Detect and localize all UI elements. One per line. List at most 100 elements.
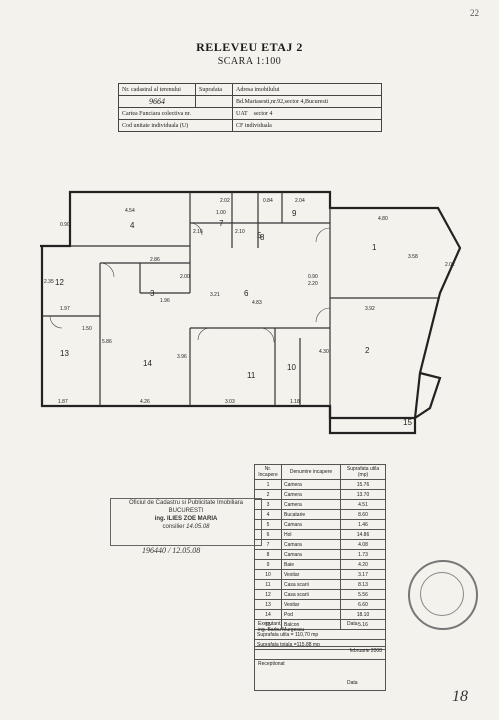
dimension-label: 1.18 xyxy=(290,399,300,405)
dimension-label: 3.21 xyxy=(210,292,220,298)
cadastral-office-stamp: Oficiul de Cadastru si Publicitate Imobi… xyxy=(110,498,262,546)
table-cell: Bucatarie xyxy=(281,509,341,520)
engineer-name: ing. Barbu Murgescu xyxy=(258,627,305,633)
table-cell: 3 xyxy=(254,499,282,510)
room-number: 10 xyxy=(287,363,296,372)
table-cell: 18.10 xyxy=(340,609,386,620)
table-cell: 15.76 xyxy=(340,479,386,490)
table-cell: Baie xyxy=(281,559,341,570)
cadastral-number: 9664 xyxy=(118,95,196,108)
door-arc xyxy=(189,222,203,236)
header-cell: Adresa imobilului xyxy=(232,83,382,96)
dimension-label: 4.83 xyxy=(252,300,262,306)
dimension-label: 0.90 xyxy=(60,222,70,228)
room-number: 13 xyxy=(60,349,69,358)
table-cell: Camera xyxy=(281,479,341,490)
room-number: 12 xyxy=(55,278,64,287)
header-cell xyxy=(195,95,233,108)
table-cell: 2 xyxy=(254,489,282,500)
door-arcs xyxy=(49,222,331,343)
table-cell: 10 xyxy=(254,569,282,580)
table-cell: Pod xyxy=(281,609,341,620)
header-row: Cod unitate individuala (U) CF individua… xyxy=(118,119,382,132)
dimension-label: 2.16 xyxy=(193,229,203,235)
date-label-2: Data xyxy=(347,680,358,686)
dimension-label: 3.58 xyxy=(408,254,418,260)
header-cell: Cod unitate individuala (U) xyxy=(118,119,233,132)
header-cell: Cartea Funciara colectiva nr. xyxy=(118,107,233,120)
room-number: 7 xyxy=(219,219,224,228)
table-cell: 13 xyxy=(254,599,282,610)
dimension-label: 5.86 xyxy=(102,339,112,345)
rooms-table: Nr. Incapere Denumire incapere Suprafata… xyxy=(254,464,386,650)
table-cell: Camara xyxy=(281,539,341,550)
column-header: Suprafata utila (mp) xyxy=(340,464,386,480)
received-label: Receptionat xyxy=(258,661,285,667)
table-cell: 6 xyxy=(254,529,282,540)
door-arc xyxy=(197,327,211,341)
room-number: 9 xyxy=(292,209,297,218)
table-cell: 5 xyxy=(254,519,282,530)
door-arc xyxy=(49,315,63,329)
room-number: 4 xyxy=(130,221,135,230)
header-row: Cartea Funciara colectiva nr. UAT sector… xyxy=(118,107,382,120)
table-cell: 4.08 xyxy=(340,539,386,550)
room-number: 6 xyxy=(244,289,249,298)
table-cell: 8.60 xyxy=(340,509,386,520)
table-cell: Camara xyxy=(281,519,341,530)
stamp-line: consilier 14.05.08 xyxy=(111,523,261,531)
room-number: 14 xyxy=(143,359,152,368)
right-balcony xyxy=(414,371,442,419)
dimension-label: 3.92 xyxy=(365,306,375,312)
table-cell: 9 xyxy=(254,559,282,570)
table-cell: Vestiar xyxy=(281,599,341,610)
table-cell: Vestiar xyxy=(281,569,341,580)
room-number: 5 xyxy=(257,231,262,240)
cadastral-header-table: Nr. cadastral al terenului Suprafata Adr… xyxy=(118,83,382,132)
door-arc xyxy=(99,262,115,278)
dimension-label: 1.96 xyxy=(160,298,170,304)
dimension-label: 3.03 xyxy=(225,399,235,405)
table-cell: 11 xyxy=(254,579,282,590)
date-block: februarie 2008 xyxy=(254,647,386,660)
dimension-label: 4.26 xyxy=(140,399,150,405)
seal-inner-ring xyxy=(420,572,464,616)
table-cell: 1.73 xyxy=(340,549,386,560)
table-cell: 5.56 xyxy=(340,589,386,600)
dimension-label: 1.50 xyxy=(82,326,92,332)
header-row: Nr. cadastral al terenului Suprafata Adr… xyxy=(118,83,382,96)
dimension-label: 1.87 xyxy=(58,399,68,405)
executant-block: Executant, ing. Barbu Murgescu Data xyxy=(254,620,386,647)
dimension-label: 4.80 xyxy=(378,216,388,222)
dimension-labels: 4.54 2.02 0.84 2.04 4.80 2.16 2.10 1.00 … xyxy=(44,198,455,405)
room-number: 3 xyxy=(150,289,155,298)
room-number: 1 xyxy=(372,243,377,252)
table-cell: 14 xyxy=(254,609,282,620)
header-row: 9664 Bd.Mariasesti,nr.92,sector 4,Bucure… xyxy=(118,95,382,108)
stamp-line: ing. ILIES ZOE MARIA xyxy=(154,516,218,522)
dimension-label: 2.86 xyxy=(150,257,160,263)
signature-box: Executant, ing. Barbu Murgescu Data febr… xyxy=(254,620,386,691)
table-cell: 4.20 xyxy=(340,559,386,570)
table-cell: Casa scarii xyxy=(281,579,341,590)
room-number: 15 xyxy=(403,418,412,427)
header-cell: CF individuala xyxy=(232,119,382,132)
page-subtitle: SCARA 1:100 xyxy=(217,56,282,67)
table-cell: 4 xyxy=(254,509,282,520)
table-cell: 8 xyxy=(254,549,282,560)
balcony-outline xyxy=(328,406,417,435)
stamp-line: Oficiul de Cadastru si Publicitate Imobi… xyxy=(128,500,244,506)
dimension-label: 2.10 xyxy=(235,229,245,235)
dimension-label: 4.30 xyxy=(319,349,329,355)
rooms-table-header: Nr. Incapere Denumire incapere Suprafata… xyxy=(254,464,386,480)
page-title: RELEVEU ETAJ 2 xyxy=(196,40,303,54)
stamp-date: 14.05.08 xyxy=(186,524,210,530)
